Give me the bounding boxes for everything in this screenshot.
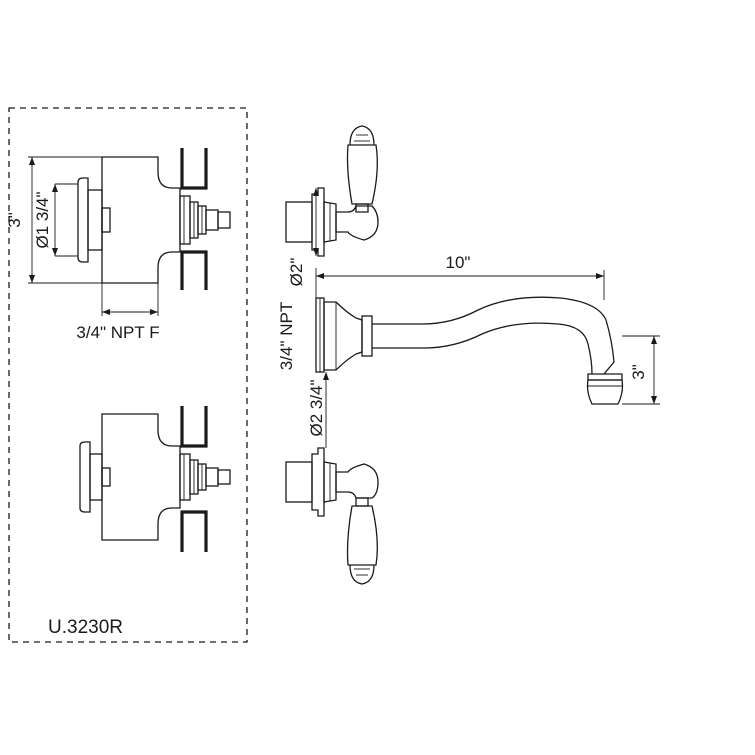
valve-lower xyxy=(79,406,231,552)
valve-detail-frame xyxy=(8,107,248,643)
handle-escutcheon-diameter-label: Ø2" xyxy=(287,258,306,287)
valve-connection-label: 3/4" NPT F xyxy=(76,323,159,342)
model-number: U.3230R xyxy=(48,617,123,638)
valve-height-label: 3" xyxy=(5,212,24,228)
handle-lower xyxy=(285,447,379,585)
spout-escutcheon-diameter-label: Ø2 3/4" xyxy=(307,379,326,436)
spout-dimensions xyxy=(313,188,660,448)
spout-connection-label: 3/4" NPT xyxy=(277,302,296,370)
spout-height-label: 3" xyxy=(629,364,648,380)
handle-flange-diameter-label: Ø1 3/4" xyxy=(33,191,52,248)
valve-upper xyxy=(28,148,231,316)
spout xyxy=(315,296,624,405)
handle-upper xyxy=(285,125,379,257)
spout-reach-label: 10" xyxy=(446,253,471,272)
